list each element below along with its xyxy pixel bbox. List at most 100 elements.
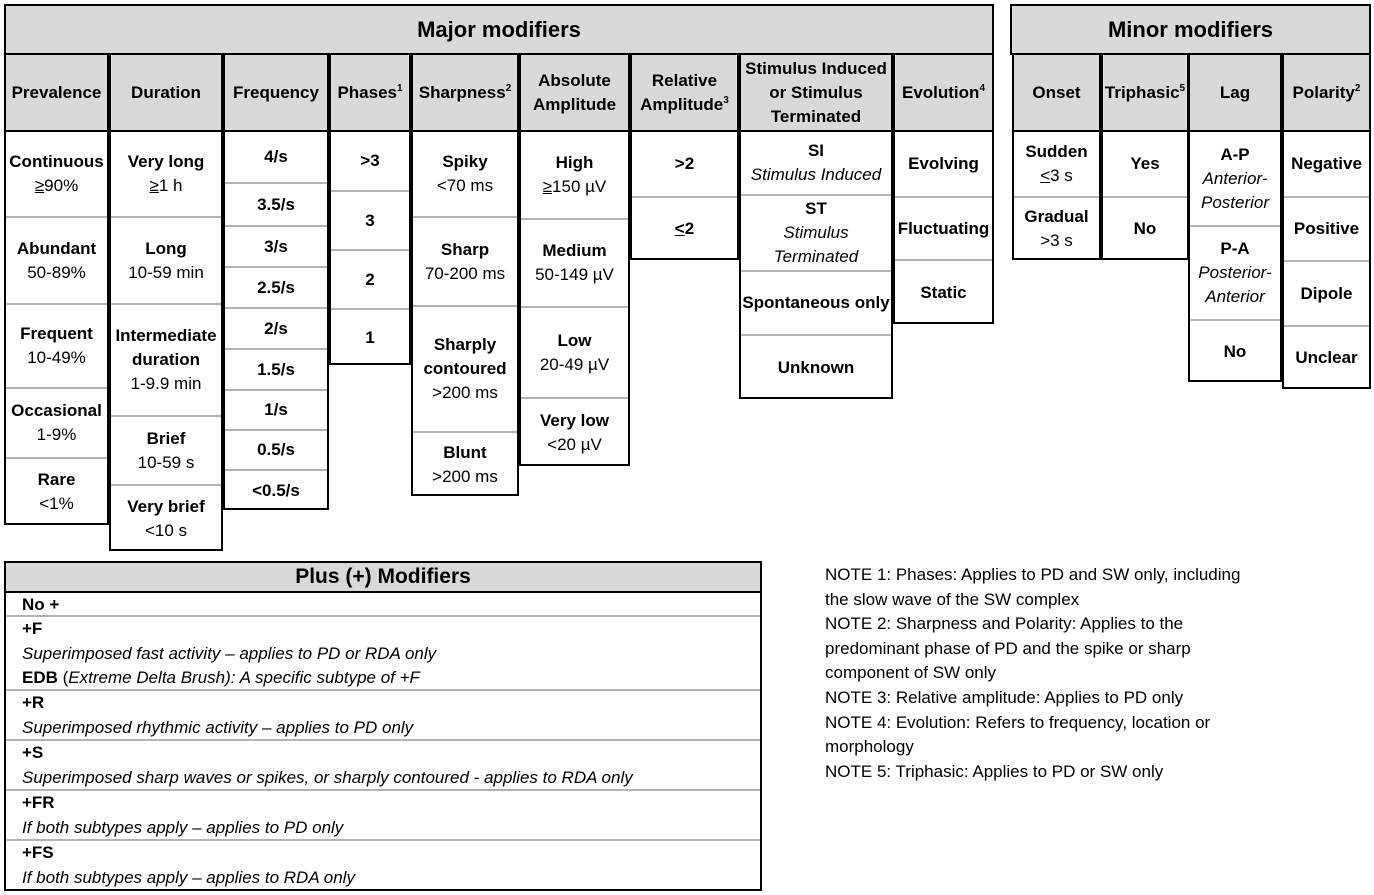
cell-label: >3: [360, 149, 379, 173]
cell-value-text: 3 s: [1050, 166, 1073, 185]
cell-label: 3.5/s: [257, 193, 295, 217]
plus-modifiers-title: Plus (+) Modifiers: [6, 563, 760, 593]
footnote-marker: 2: [505, 82, 512, 94]
modifier-cell: Dipole: [1284, 260, 1369, 325]
cell-value-text: 10-49%: [27, 348, 86, 367]
cell-prefix: <: [674, 219, 685, 238]
cell-label-text: ST: [805, 199, 827, 218]
cell-label-cont: duration: [132, 348, 200, 372]
cell-label-text: Brief: [146, 428, 186, 448]
cell-label-text: Static: [920, 282, 967, 302]
cell-value: >200 ms: [432, 381, 498, 405]
cell-description: Terminated: [774, 245, 858, 269]
plus-modifier-line: Superimposed rhythmic activity – applies…: [22, 716, 760, 741]
cell-prefix: ≥: [34, 176, 45, 195]
cell-value-text: <20 µV: [547, 434, 602, 454]
cell-label: Blunt: [443, 441, 486, 465]
column-header-duration: Duration: [109, 55, 223, 132]
cell-label-text: A-P: [1220, 144, 1250, 164]
column-header-polarity: Polarity2: [1282, 55, 1371, 132]
cell-label: No: [1224, 340, 1247, 364]
column-header-onset: Onset: [1012, 55, 1101, 132]
cell-label: Spontaneous only: [742, 291, 889, 315]
column-header-evolution: Evolution4: [893, 55, 994, 132]
modifier-cell: >3: [331, 132, 409, 190]
cell-label: <2: [675, 217, 694, 241]
plus-modifier-text: (: [57, 668, 69, 687]
plus-modifier-line: +FR: [22, 791, 760, 816]
cell-label-text: Positive: [1293, 219, 1360, 238]
cell-value: <70 ms: [437, 174, 493, 198]
footnote-marker: 3: [723, 94, 729, 106]
cell-prefix: ≥: [542, 177, 553, 196]
cell-label-text: 2: [365, 269, 375, 289]
header-text: Stimulus Induced: [745, 58, 887, 78]
column-header-text: Lag: [1220, 81, 1250, 105]
cell-label-text: Intermediate: [115, 326, 217, 345]
header-line: or Stimulus: [745, 81, 887, 105]
cell-value-text: 70-200 ms: [424, 263, 506, 283]
cell-label: Fluctuating: [898, 217, 990, 241]
header-text: Onset: [1032, 82, 1081, 102]
plus-modifier-code: +F: [22, 619, 43, 638]
modifier-cell: 4/s: [225, 132, 327, 182]
modifier-cell: Static: [895, 259, 992, 324]
header-line: Frequency: [233, 81, 319, 105]
cell-description: Posterior: [1201, 191, 1269, 215]
cell-label-text: Unclear: [1295, 348, 1358, 367]
cell-label: 0.5/s: [257, 438, 295, 462]
cell-label: 2/s: [264, 317, 288, 341]
cell-label: No: [1134, 217, 1157, 241]
cell-label: Very low: [540, 409, 609, 433]
cell-label: Unknown: [778, 356, 855, 380]
header-line: Evolution4: [902, 81, 985, 105]
cell-label-text: Sudden: [1025, 142, 1088, 161]
note-line: NOTE 2: Sharpness and Polarity: Applies …: [825, 614, 1184, 634]
column-header-lag: Lag: [1188, 55, 1282, 132]
modifier-cell: <2: [632, 196, 737, 260]
header-line: Onset: [1032, 81, 1080, 105]
cell-label: Rare: [38, 468, 76, 492]
cell-value-text: 50-149 µV: [535, 265, 614, 284]
cell-label: 1: [365, 326, 374, 350]
column-header-text: Duration: [131, 81, 201, 105]
cell-value: <3 s: [1040, 164, 1073, 188]
cell-value: ≥150 µV: [543, 175, 607, 199]
cell-label-text: No: [1133, 219, 1157, 238]
header-line: Sharpness2: [419, 81, 512, 105]
cell-description-text: Anterior: [1205, 287, 1265, 306]
cell-label: Positive: [1294, 217, 1359, 241]
header-line: Amplitude3: [640, 93, 729, 117]
cell-label-text: 4/s: [264, 147, 288, 166]
header-text: Sharpness: [418, 82, 506, 102]
cell-label: SI: [808, 139, 824, 163]
cell-label: Sharp: [441, 238, 489, 262]
cell-label: Occasional: [11, 399, 102, 423]
column-header-text: Triphasic5: [1105, 81, 1185, 105]
modifier-cell: Fluctuating: [895, 196, 992, 259]
cell-label: Low: [558, 329, 592, 353]
modifier-cell: 3.5/s: [225, 182, 327, 225]
header-text: Relative: [651, 70, 718, 90]
cell-value: >200 ms: [432, 465, 498, 489]
column-header-phases: Phases1: [329, 55, 411, 132]
header-line: Duration: [131, 81, 201, 105]
modifier-cell: Yes: [1103, 132, 1187, 196]
header-line: Amplitude: [533, 93, 616, 117]
cell-label: Evolving: [908, 152, 979, 176]
cell-value: 50-149 µV: [535, 263, 614, 287]
cell-description-text: Stimulus Induced: [750, 165, 882, 184]
